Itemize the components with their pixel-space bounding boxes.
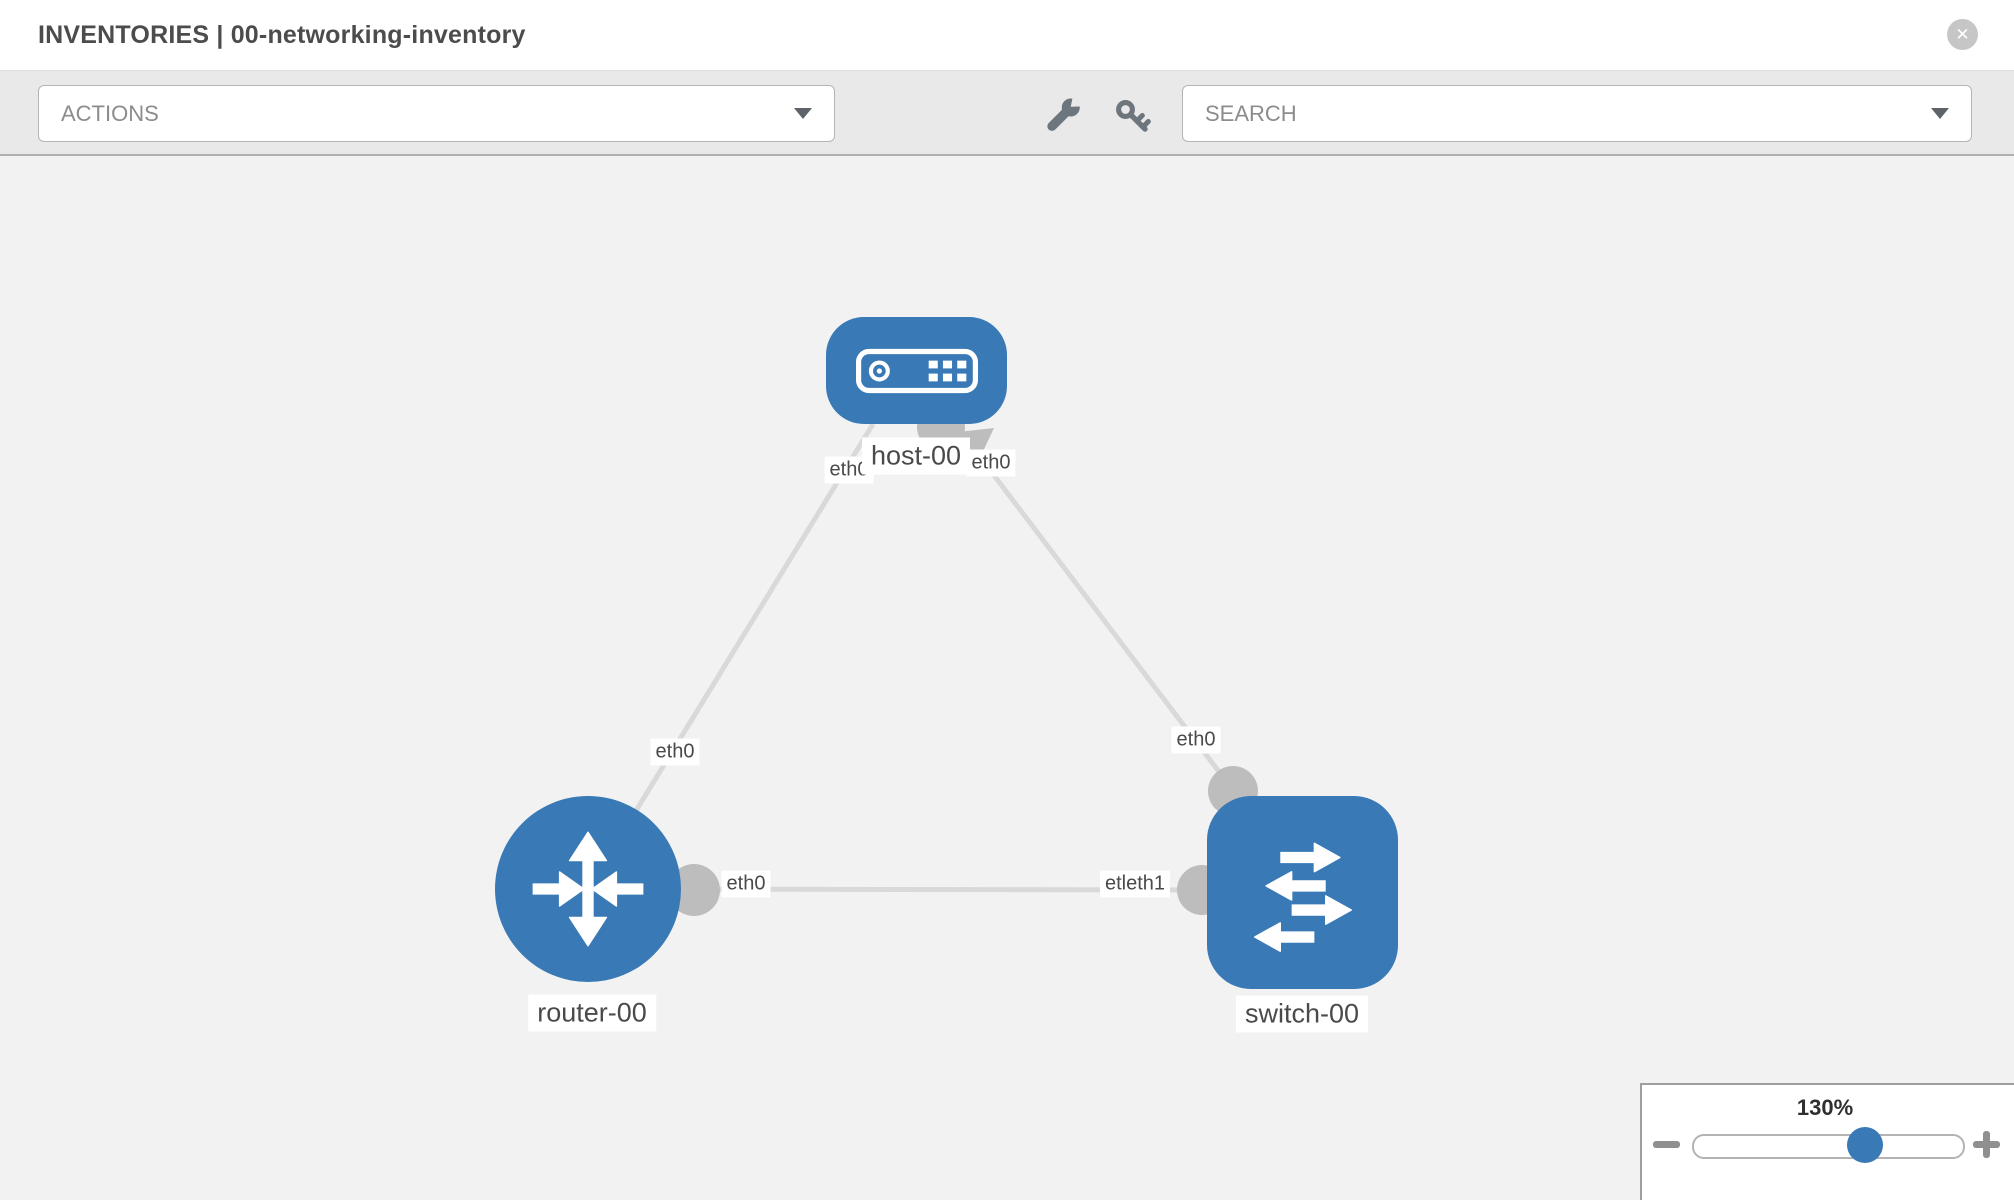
zoom-slider-track[interactable] bbox=[1692, 1134, 1965, 1159]
wrench-icon[interactable] bbox=[1046, 97, 1082, 133]
router-arrows-icon bbox=[532, 831, 644, 947]
server-icon bbox=[855, 348, 978, 393]
iface-label-switch-eth1: etleth1 bbox=[1099, 870, 1171, 898]
zoom-out-button minus-icon[interactable] bbox=[1650, 1127, 1684, 1161]
port-host-2 bbox=[958, 428, 994, 462]
node-label-router-00: router-00 bbox=[528, 994, 656, 1032]
node-host-00[interactable] bbox=[826, 317, 1007, 424]
node-switch-00[interactable] bbox=[1207, 796, 1398, 989]
zoom-control-panel: 130% bbox=[1640, 1083, 2014, 1200]
iface-label-router-eth0-up: eth0 bbox=[650, 738, 700, 766]
zoom-slider-thumb[interactable] bbox=[1847, 1127, 1883, 1163]
zoom-in-button plus-icon[interactable] bbox=[1970, 1127, 2004, 1161]
actions-dropdown-label: ACTIONS bbox=[61, 100, 159, 126]
key-ring bbox=[1116, 100, 1135, 119]
iface-label-switch-eth0-up: eth0 bbox=[1171, 726, 1221, 754]
node-router-00[interactable] bbox=[495, 796, 681, 982]
key-tooth bbox=[1140, 118, 1151, 130]
key-icon[interactable] bbox=[1115, 99, 1151, 135]
switch-arrows-icon bbox=[1253, 842, 1352, 952]
zoom-level-value: 130% bbox=[1796, 1095, 1854, 1120]
links-layer bbox=[585, 403, 1258, 916]
close-icon: ✕ bbox=[1955, 24, 1970, 44]
actions-dropdown[interactable]: ACTIONS bbox=[38, 85, 835, 142]
port-router-eth0 bbox=[668, 864, 720, 916]
toolbar: ACTIONS SEARCH bbox=[0, 71, 2014, 156]
header-bar: INVENTORIES | 00-networking-inventory ✕ bbox=[0, 0, 2014, 71]
close-button[interactable]: ✕ bbox=[1947, 19, 1978, 50]
wrench-handle bbox=[1047, 107, 1071, 131]
chevron-down-icon bbox=[1931, 108, 1949, 119]
page-title: INVENTORIES | 00-networking-inventory bbox=[38, 21, 526, 49]
node-label-host-00: host-00 bbox=[861, 437, 971, 475]
wrench-notch bbox=[1070, 97, 1082, 107]
key-tooth bbox=[1134, 112, 1145, 124]
topology-canvas[interactable]: eth0 eth0 eth0 eth0 eth0 etleth1 host-00… bbox=[0, 156, 2014, 1200]
chevron-down-icon bbox=[794, 108, 812, 119]
search-dropdown[interactable]: SEARCH bbox=[1182, 85, 1972, 142]
iface-label-router-eth0: eth0 bbox=[721, 870, 771, 898]
iface-label-host-eth0-right: eth0 bbox=[966, 449, 1016, 477]
node-label-switch-00: switch-00 bbox=[1235, 995, 1369, 1033]
search-dropdown-label: SEARCH bbox=[1205, 100, 1297, 126]
